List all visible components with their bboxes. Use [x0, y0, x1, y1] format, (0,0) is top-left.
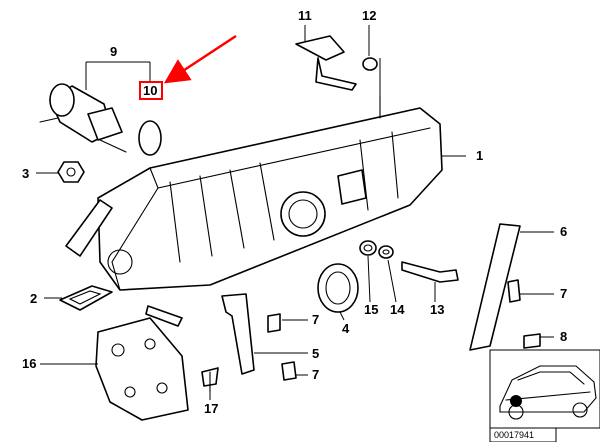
callout-9: 9 — [110, 44, 117, 59]
callout-1: 1 — [476, 148, 483, 163]
callout-17: 17 — [204, 401, 218, 416]
callout-7-right: 7 — [560, 286, 567, 301]
callout-14: 14 — [390, 302, 405, 317]
car-inset — [489, 349, 600, 429]
car-icon — [499, 365, 597, 420]
intake-manifold — [65, 95, 443, 291]
callout-5: 5 — [312, 346, 319, 361]
leader-lines — [36, 25, 554, 400]
reference-number: 00017941 — [494, 430, 534, 440]
callout-8-right: 8 — [560, 329, 567, 344]
support-bracket — [221, 293, 255, 375]
callout-12: 12 — [362, 8, 376, 23]
throttle-gasket — [317, 263, 359, 313]
callout-11: 11 — [298, 8, 312, 23]
nut — [57, 161, 85, 183]
callout-10: 10 — [143, 83, 157, 98]
callout-3: 3 — [22, 166, 29, 181]
callout-6: 6 — [560, 224, 567, 239]
support-strut — [469, 223, 521, 351]
seal-ring — [138, 120, 162, 156]
callout-15: 15 — [364, 302, 378, 317]
idle-valve — [39, 83, 127, 153]
gasket — [59, 285, 113, 311]
bolt-7a — [267, 313, 281, 333]
screw-8a — [523, 333, 541, 349]
screw-17 — [201, 367, 219, 393]
seal-15 — [359, 240, 377, 256]
callout-7-center: 7 — [312, 312, 319, 327]
callout-7-lower: 7 — [312, 367, 319, 382]
temperature-sensor — [401, 261, 459, 283]
callout-13: 13 — [430, 302, 444, 317]
sensor-bracket — [295, 35, 357, 91]
callout-16: 16 — [22, 356, 36, 371]
bolt-7c — [281, 361, 297, 381]
highlight-box — [139, 81, 163, 100]
o-ring — [362, 57, 378, 71]
callout-2: 2 — [30, 291, 37, 306]
washer-14 — [378, 245, 394, 259]
callout-4: 4 — [342, 321, 350, 336]
bracket — [95, 305, 189, 421]
red-arrow — [163, 34, 237, 84]
bolt-7b — [507, 279, 521, 303]
reference-number-box — [489, 427, 557, 442]
